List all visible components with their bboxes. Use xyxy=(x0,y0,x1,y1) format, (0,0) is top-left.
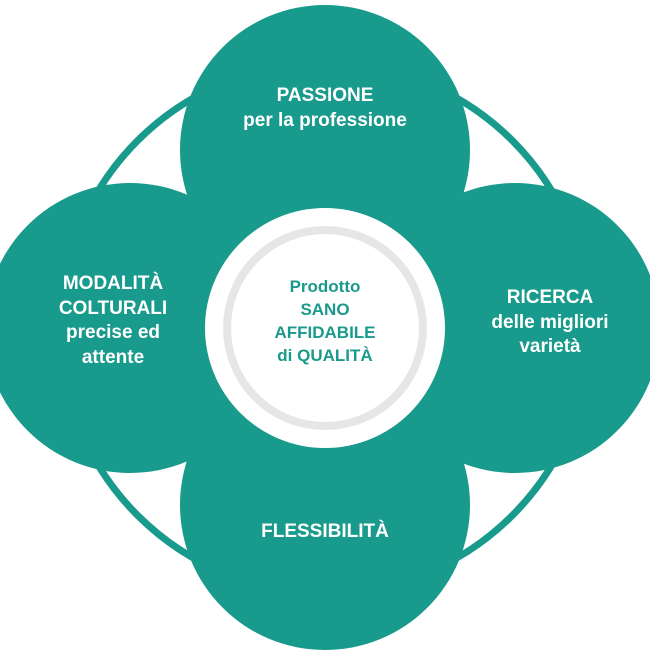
petal-left-line: precise ed xyxy=(66,322,160,344)
petal-top-line: PASSIONE xyxy=(276,85,374,106)
center-line: SANO xyxy=(300,299,350,319)
petal-left-line: attente xyxy=(81,347,145,369)
center-line: Prodotto xyxy=(289,277,361,296)
petal-right-line: delle migliori xyxy=(491,311,609,333)
petal-left-line: COLTURALI xyxy=(58,297,168,319)
center-circle-ring xyxy=(223,226,427,430)
petal-left-circle xyxy=(0,183,275,473)
petal-top-circle xyxy=(180,5,470,295)
petal-bottom-label: FLESSIBILITÀ xyxy=(200,520,450,545)
petal-left-label: MODALITÀ COLTURALI precise ed attente xyxy=(18,272,208,371)
petal-right-line: varietà xyxy=(519,336,581,358)
petal-bottom-line: FLESSIBILITÀ xyxy=(261,521,389,542)
center-line: di QUALITÀ xyxy=(277,345,373,365)
petal-top-line: per la professione xyxy=(243,109,407,131)
petal-top-label: PASSIONE per la professione xyxy=(200,84,450,133)
center-line: AFFIDABILE xyxy=(274,322,376,342)
petal-right-line: RICERCA xyxy=(506,287,594,308)
petal-right-circle xyxy=(370,183,650,473)
petal-left-line: MODALITÀ xyxy=(62,273,164,294)
center-label: Prodotto SANO AFFIDABILE di QUALITÀ xyxy=(235,276,415,368)
petal-right-label: RICERCA delle migliori varietà xyxy=(455,286,645,360)
petal-bottom-circle xyxy=(180,360,470,650)
